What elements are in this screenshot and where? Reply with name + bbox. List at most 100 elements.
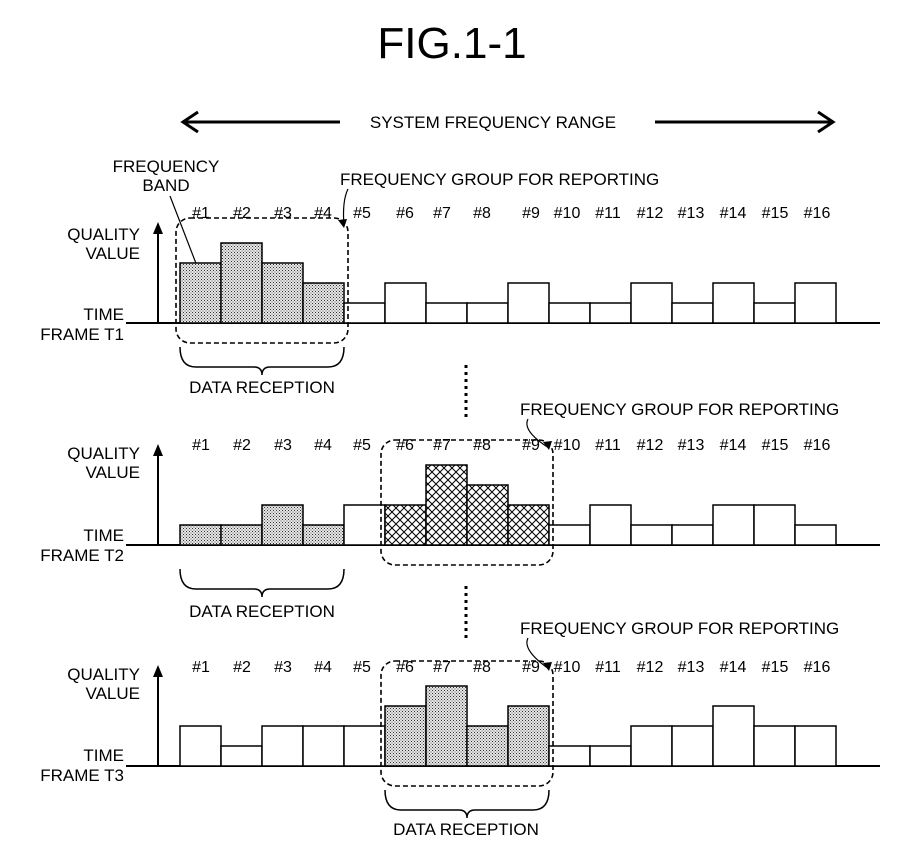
band-bar-10: [549, 746, 590, 766]
band-label-1: #1: [192, 437, 210, 454]
band-bar-16: [795, 283, 836, 323]
quality-value-label-1: QUALITY: [67, 444, 140, 463]
band-bar-13: [672, 726, 713, 766]
band-label-15: #15: [762, 205, 789, 222]
band-bar-15: [754, 726, 795, 766]
band-bar-16: [795, 525, 836, 545]
band-label-11: #11: [595, 205, 621, 222]
band-label-13: #13: [678, 437, 705, 454]
reporting-pointer-head: [338, 219, 347, 228]
quality-value-label-2: VALUE: [86, 684, 141, 703]
band-bar-15: [754, 505, 795, 545]
band-bar-2: [221, 525, 262, 545]
band-bar-6: [385, 505, 426, 545]
band-bar-4: [303, 726, 344, 766]
band-label-3: #3: [274, 437, 292, 454]
band-label-5: #5: [353, 659, 371, 676]
band-label-12: #12: [637, 437, 664, 454]
data-reception-label: DATA RECEPTION: [393, 820, 539, 839]
y-axis-arrowhead: [153, 444, 163, 456]
band-label-16: #16: [804, 659, 831, 676]
band-label-3: #3: [274, 659, 292, 676]
band-bar-1: [180, 263, 221, 323]
band-bar-3: [262, 726, 303, 766]
band-label-10: #10: [554, 205, 581, 222]
panel-t1: QUALITY VALUE TIME FRAME T1 FREQUENCY GR…: [40, 170, 880, 397]
quality-value-label-1: QUALITY: [67, 665, 140, 684]
band-label-4: #4: [314, 205, 332, 222]
band-label-5: #5: [353, 437, 371, 454]
band-bar-5: [344, 303, 385, 323]
data-reception-label: DATA RECEPTION: [189, 602, 335, 621]
band-bar-14: [713, 706, 754, 766]
band-bar-12: [631, 525, 672, 545]
band-bar-1: [180, 525, 221, 545]
reporting-group-label: FREQUENCY GROUP FOR REPORTING: [520, 400, 839, 419]
panel-t3: QUALITY VALUE TIME FRAME T3 FREQUENCY GR…: [40, 619, 880, 839]
band-bar-12: [631, 726, 672, 766]
band-bar-12: [631, 283, 672, 323]
band-label-12: #12: [637, 205, 664, 222]
range-label: SYSTEM FREQUENCY RANGE: [370, 113, 616, 132]
band-label-11: #11: [595, 437, 621, 454]
band-bar-5: [344, 505, 385, 545]
band-bar-3: [262, 505, 303, 545]
data-reception-brace: [180, 347, 344, 375]
band-label-2: #2: [233, 659, 251, 676]
band-bar-9: [508, 505, 549, 545]
band-bar-2: [221, 243, 262, 323]
data-reception-brace: [385, 790, 549, 818]
reporting-group-label: FREQUENCY GROUP FOR REPORTING: [520, 619, 839, 638]
band-label-3: #3: [274, 205, 292, 222]
band-bar-10: [549, 525, 590, 545]
y-axis-arrowhead: [153, 222, 163, 234]
band-bar-4: [303, 525, 344, 545]
band-label-16: #16: [804, 205, 831, 222]
band-bar-9: [508, 283, 549, 323]
band-label-13: #13: [678, 659, 705, 676]
band-label-14: #14: [720, 659, 747, 676]
band-bar-2: [221, 746, 262, 766]
panel-t2: QUALITY VALUE TIME FRAME T2 FREQUENCY GR…: [40, 400, 880, 621]
band-label-12: #12: [637, 659, 664, 676]
band-label-10: #10: [554, 659, 581, 676]
band-label-11: #11: [595, 659, 621, 676]
band-bar-4: [303, 283, 344, 323]
time-frame-label-2: FRAME T2: [40, 546, 124, 565]
quality-value-label-1: QUALITY: [67, 225, 140, 244]
band-label-15: #15: [762, 437, 789, 454]
band-bar-7: [426, 303, 467, 323]
band-label-1: #1: [192, 205, 210, 222]
y-axis-arrowhead: [153, 665, 163, 677]
time-frame-label-2: FRAME T1: [40, 325, 124, 344]
band-bar-6: [385, 706, 426, 766]
band-callout-line-1: FREQUENCY: [113, 157, 220, 176]
band-bar-7: [426, 465, 467, 545]
band-label-16: #16: [804, 437, 831, 454]
band-bar-6: [385, 283, 426, 323]
band-bar-13: [672, 303, 713, 323]
band-label-14: #14: [720, 437, 747, 454]
quality-value-label-2: VALUE: [86, 463, 141, 482]
band-label-13: #13: [678, 205, 705, 222]
band-bar-10: [549, 303, 590, 323]
band-label-9: #9: [522, 205, 540, 222]
band-label-2: #2: [233, 205, 251, 222]
band-bar-8: [467, 303, 508, 323]
data-reception-label: DATA RECEPTION: [189, 378, 335, 397]
band-bar-11: [590, 303, 631, 323]
band-bar-7: [426, 686, 467, 766]
band-label-2: #2: [233, 437, 251, 454]
band-bar-16: [795, 726, 836, 766]
band-bar-14: [713, 505, 754, 545]
system-frequency-range: SYSTEM FREQUENCY RANGE: [183, 112, 833, 132]
band-bar-1: [180, 726, 221, 766]
band-label-7: #7: [433, 205, 451, 222]
band-label-4: #4: [314, 659, 332, 676]
time-frame-label-1: TIME: [83, 746, 124, 765]
band-bar-13: [672, 525, 713, 545]
data-reception-brace: [180, 569, 344, 597]
figure-title: FIG.1-1: [377, 19, 526, 68]
band-label-1: #1: [192, 659, 210, 676]
